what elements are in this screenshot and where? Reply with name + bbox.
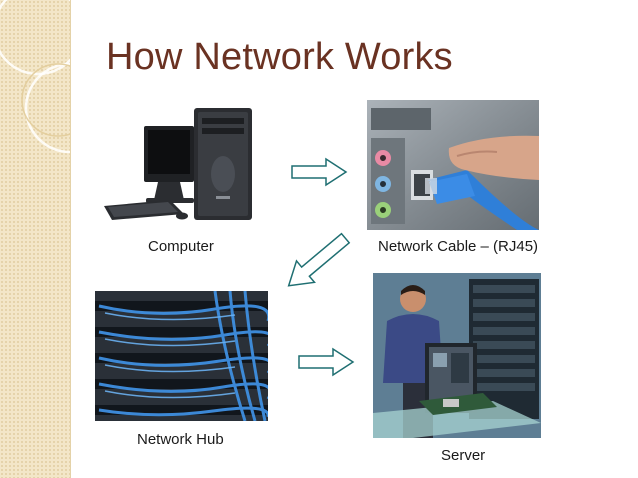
caption-server: Server <box>441 447 486 464</box>
slide-title: How Network Works <box>106 36 453 78</box>
caption-network-cable: Network Cable – (RJ45) <box>378 238 539 255</box>
decorative-side-band <box>0 0 70 478</box>
arrow-right-icon <box>291 157 348 187</box>
decorative-circles-icon <box>0 0 70 154</box>
network-cable-photo <box>367 100 539 230</box>
arrow-down-left-icon <box>287 232 351 287</box>
network-hub-photo <box>95 291 268 421</box>
server-photo <box>373 273 541 438</box>
band-divider <box>70 0 71 478</box>
caption-computer: Computer <box>148 238 214 255</box>
arrow-right-icon <box>298 347 355 377</box>
desktop-computer-photo <box>98 104 270 222</box>
caption-network-hub: Network Hub <box>137 431 224 448</box>
